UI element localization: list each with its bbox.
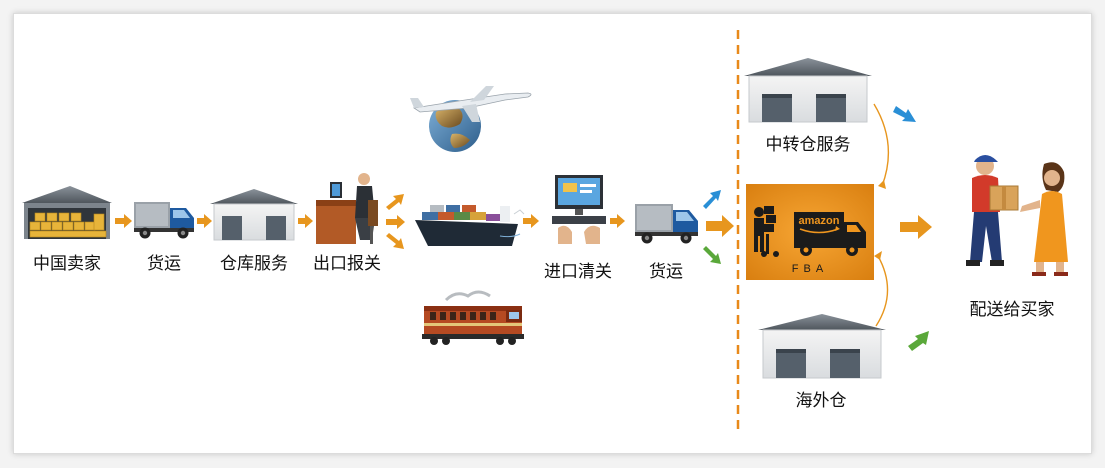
- overseas-warehouse-icon: [758, 314, 886, 379]
- label-import-clearance: 进口清关: [544, 262, 612, 282]
- label-warehouse-service: 仓库服务: [220, 254, 288, 274]
- fba-code: FBA: [792, 263, 828, 275]
- fba-box: amazon FBA: [746, 184, 874, 280]
- label-freight-1: 货运: [147, 254, 181, 274]
- buyer-icon: [1020, 162, 1068, 276]
- delivery-arrows: [893, 106, 932, 351]
- diagram-frame: [13, 13, 1092, 454]
- truck-icon: [134, 202, 194, 239]
- sea-freight-icon: [415, 205, 525, 246]
- parcel-icon: [989, 185, 1019, 211]
- flow-arrow-orange: [610, 214, 625, 228]
- transit-warehouse-icon: [744, 58, 872, 123]
- branch-arrows: [703, 190, 734, 264]
- air-freight-icon: [410, 86, 532, 152]
- flow-arrow-orange: [298, 214, 313, 228]
- label-freight-2: 货运: [649, 262, 683, 282]
- flow-arrow-orange: [197, 214, 212, 228]
- label-transit-warehouse: 中转仓服务: [765, 135, 851, 155]
- warehouse-icon: [210, 189, 298, 241]
- label-deliver-to-buyer: 配送给买家: [969, 300, 1055, 320]
- fba-truck-icon: amazon: [794, 212, 866, 256]
- truck-icon: [635, 204, 698, 244]
- worker-icon: [754, 206, 779, 257]
- label-export-customs: 出口报关: [313, 254, 381, 274]
- rail-freight-icon: [422, 290, 524, 345]
- curved-arrows-to-fba: [873, 103, 890, 327]
- label-china-seller: 中国卖家: [33, 254, 101, 274]
- fba-brand: amazon: [799, 215, 840, 227]
- flow-arrow-orange: [523, 214, 539, 228]
- diverge-arrows: [386, 194, 405, 249]
- customs-officer-icon: [316, 173, 378, 244]
- import-clearance-icon: [552, 175, 606, 244]
- flow-arrow-orange: [115, 214, 132, 228]
- label-overseas-warehouse: 海外仓: [795, 391, 847, 411]
- china-seller-warehouse-icon: [22, 186, 112, 239]
